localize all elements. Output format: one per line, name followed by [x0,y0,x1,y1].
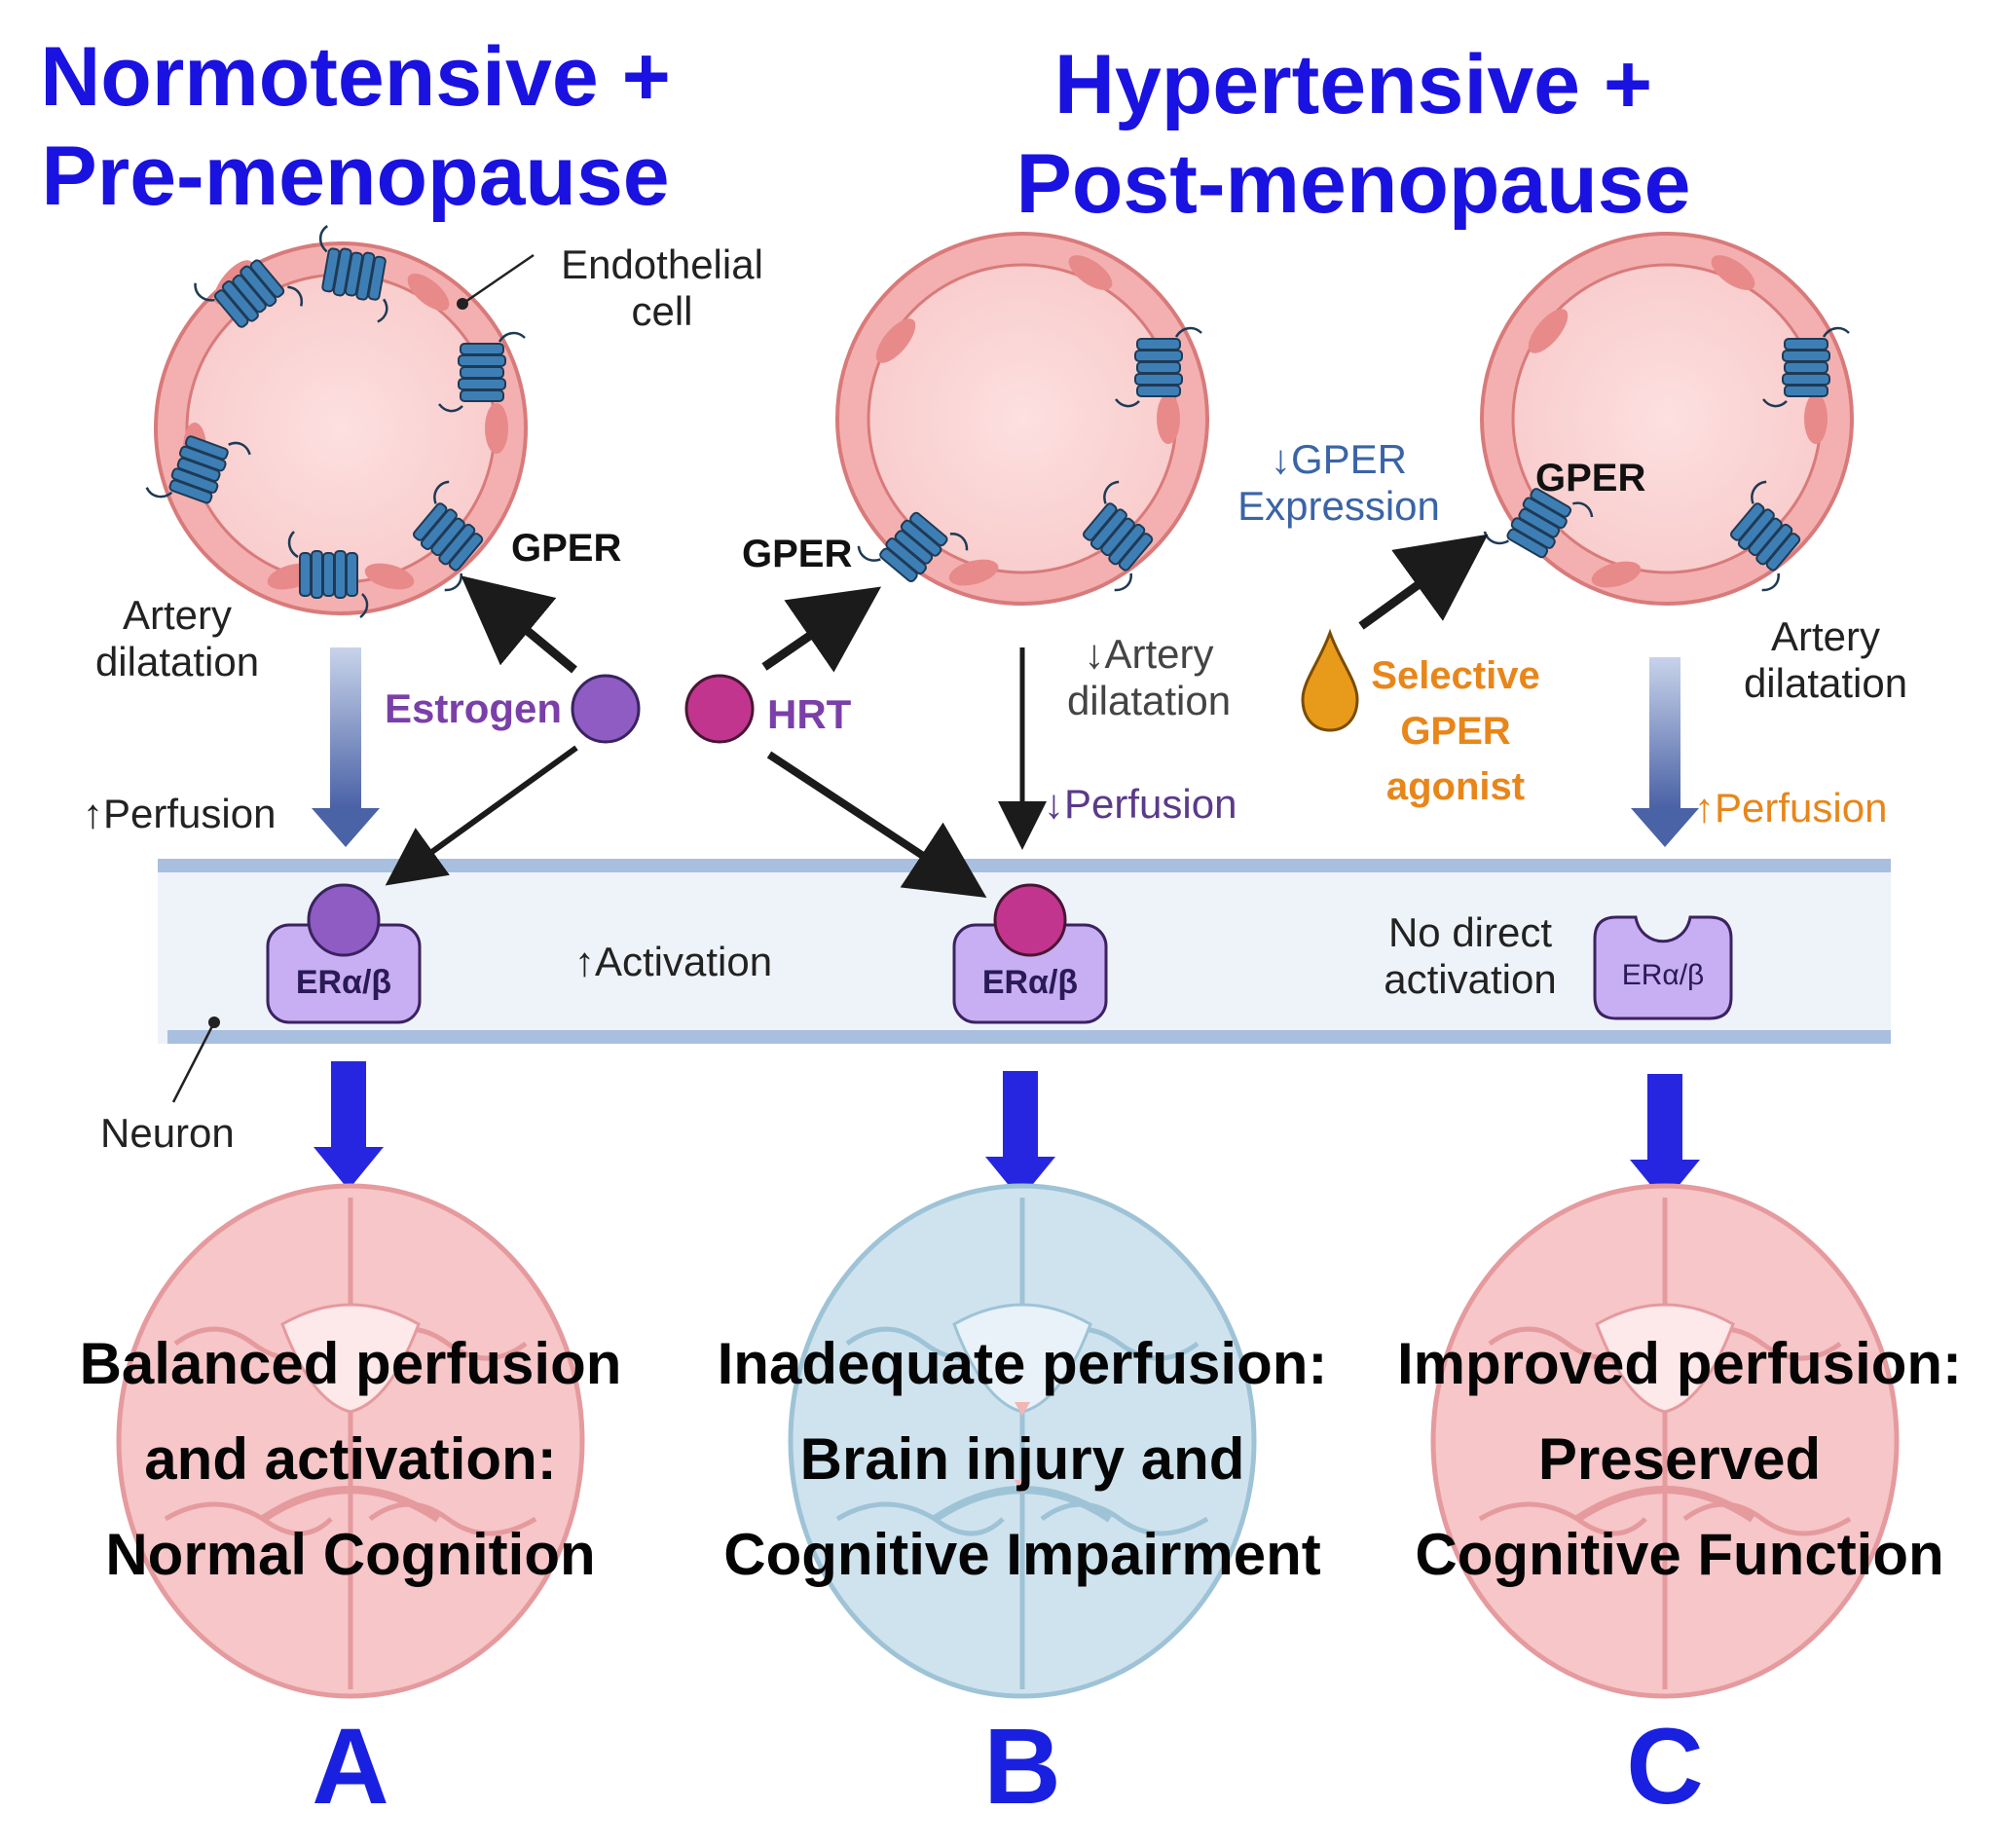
artery-left-line1: Artery [122,592,232,638]
outcome-a-line1: Balanced perfusion [79,1331,622,1396]
artery-right [1480,232,1854,606]
neuron-label: Neuron [100,1110,235,1156]
no-direct-line1: No direct [1387,909,1553,955]
gper-label-middle: GPER [742,533,853,575]
artery-middle [835,232,1209,607]
er-label-left: ERα/β [295,964,392,1001]
brain-b-icon [788,1183,1257,1699]
endothelial-cell-label: Endothelial cell [531,241,794,336]
artery-right-line1: Artery [1770,613,1880,659]
artery-dilatation-right: Artery dilatation [1718,613,1933,708]
agonist-line3: agonist [1385,765,1526,808]
down-gper-line1: ↓GPER [1270,436,1408,482]
down-gper-line2: Expression [1237,483,1440,530]
er-label-right: ERα/β [1621,959,1705,991]
outcome-a: Balanced perfusion and activation: Norma… [49,1316,652,1603]
estrogen-to-gper-arrow [461,575,577,674]
selective-gper-agonist-label: Selective GPER agonist [1348,648,1563,815]
outcome-b-line1: Inadequate perfusion: [717,1331,1328,1396]
perfusion-down: ↓Perfusion [1044,781,1237,827]
no-direct-line2: activation [1384,956,1557,1003]
estrogen-to-er-arrow [385,745,578,886]
artery-dilatation-left: Artery dilatation [70,592,284,686]
agonist-drop-icon [1301,628,1359,732]
agonist-line1: Selective [1371,654,1540,697]
hrt-to-er-arrow [766,751,987,898]
gper-expression-decreased: ↓GPER Expression [1222,436,1456,531]
artery-right-line2: dilatation [1743,660,1908,707]
hrt-label: HRT [767,691,852,737]
title-left-line1: Normotensive + [40,30,671,124]
endothelial-line1: Endothelial [561,241,763,287]
neuron-membrane-top-line [158,859,1891,872]
panel-letter-c: C [1626,1707,1704,1827]
brain-c-icon [1430,1183,1900,1699]
title-right-line1: Hypertensive + [1053,38,1653,131]
estrogen-label: Estrogen [385,685,563,731]
endothelial-pointer-dot [457,298,468,310]
activation-up-label: ↑Activation [574,939,773,984]
down-artery-line1: ↓Artery [1084,631,1214,677]
outcome-c-line3: Cognitive Function [1415,1522,1944,1587]
artery-dilatation-decreased: ↓Artery dilatation [1032,631,1266,725]
perfusion-up-right: ↑Perfusion [1694,785,1888,831]
down-artery-line2: dilatation [1066,678,1232,724]
artery-left-line2: dilatation [94,639,260,685]
neuron-membrane-bottom-line [167,1030,1891,1044]
endothelial-pointer-line [462,253,535,306]
title-right-line2: Post-menopause [1015,137,1691,231]
gper-label-right: GPER [1535,457,1646,499]
title-hypertensive: Hypertensive + Post-menopause [1003,35,1704,234]
title-left-line2: Pre-menopause [41,129,670,223]
neuron-pointer-line [171,1021,216,1103]
agonist-line2: GPER [1400,710,1511,753]
neuron-pointer-dot [208,1016,220,1028]
outcome-a-line3: Normal Cognition [105,1522,596,1587]
er-label-middle: ERα/β [981,964,1079,1001]
arrow-to-brain-c [1630,1074,1700,1202]
er-receptor-left [266,883,422,1024]
perfusion-arrow-left [312,647,380,847]
perfusion-arrow-right [1631,657,1699,847]
outcome-a-line2: and activation: [144,1426,557,1492]
outcome-c-line1: Improved perfusion: [1396,1331,1963,1396]
agonist-to-gper-arrow [1358,534,1489,630]
outcome-b-line2: Brain injury and [799,1426,1245,1492]
panel-letter-a: A [312,1707,389,1827]
er-receptor-middle [952,883,1108,1024]
outcome-c: Improved perfusion: Preserved Cognitive … [1383,1316,1976,1603]
outcome-c-line2: Preserved [1537,1426,1822,1492]
no-direct-activation-label: No direct activation [1363,909,1577,1004]
perfusion-up-left: ↑Perfusion [83,791,277,836]
outcome-b-line3: Cognitive Impairment [723,1522,1321,1587]
arrow-to-brain-a [314,1061,384,1190]
endothelial-line2: cell [631,288,693,335]
gper-label-left: GPER [511,527,622,570]
title-normotensive: Normotensive + Pre-menopause [0,27,711,226]
hrt-to-gper-arrow [761,586,882,673]
brain-a-icon [116,1183,585,1699]
artery-left [143,223,528,619]
estrogen-ligand-icon [571,674,641,744]
arrow-to-brain-b [985,1071,1055,1200]
hrt-ligand-icon [684,674,755,744]
outcome-b: Inadequate perfusion: Brain injury and C… [701,1316,1344,1603]
er-receptor-right [1593,915,1733,1020]
panel-letter-b: B [983,1707,1061,1827]
